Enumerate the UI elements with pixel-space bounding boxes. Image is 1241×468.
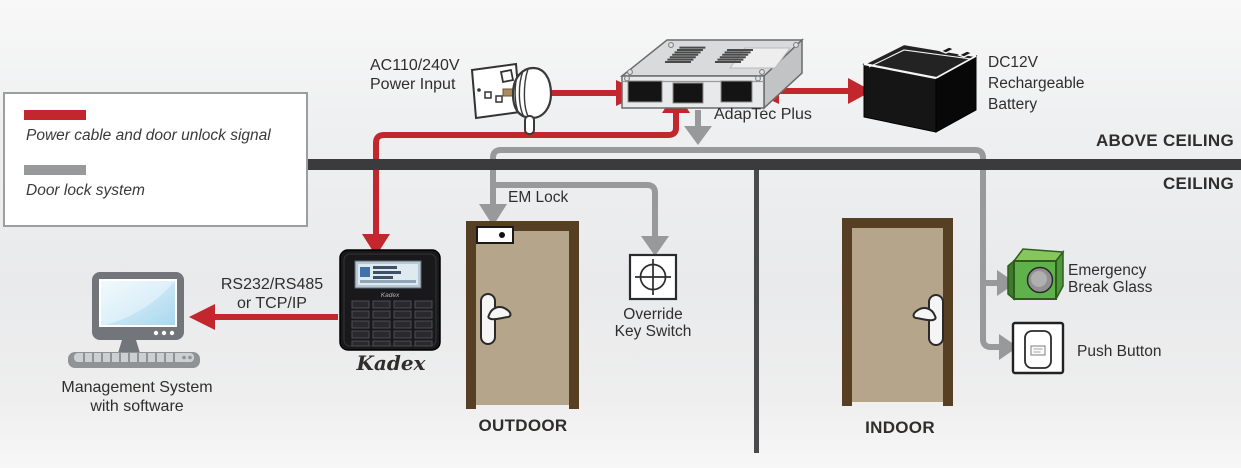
indoor-door	[842, 218, 953, 406]
power-plug-icon	[470, 62, 553, 135]
outdoor-door	[466, 221, 579, 409]
above-ceiling-label: ABOVE CEILING	[1095, 131, 1234, 150]
legend-lock-swatch	[24, 165, 86, 175]
kadex-label: Kadex	[356, 351, 426, 375]
kadex-device: Kadex	[339, 249, 441, 351]
push-button-icon	[1011, 321, 1065, 375]
management-system-label: Management System with software	[61, 379, 213, 415]
computer-icon	[68, 272, 200, 368]
emergency-break-glass-icon	[1007, 248, 1065, 301]
push-button-label: Push Button	[1077, 343, 1162, 360]
legend-power-label: Power cable and door unlock signal	[26, 127, 271, 144]
legend-box: Power cable and door unlock signal Door …	[3, 92, 308, 227]
em-lock-icon	[476, 226, 514, 244]
adaptec-label: AdapTec Plus	[714, 106, 812, 123]
battery-label: DC12V Rechargeable Battery	[988, 54, 1085, 113]
battery-icon	[862, 42, 978, 133]
override-switch-label: Override Key Switch	[614, 306, 692, 340]
emergency-break-glass-label: Emergency Break Glass	[1068, 262, 1153, 296]
override-key-switch-icon	[628, 253, 678, 301]
connection-label: RS232/RS485 or TCP/IP	[220, 276, 324, 312]
indoor-label: INDOOR	[865, 418, 935, 437]
power-input-label: AC110/240V Power Input	[370, 57, 460, 93]
ceiling-line	[305, 159, 1241, 170]
door-lock-arrowheads	[479, 126, 1018, 360]
outdoor-label: OUTDOOR	[478, 416, 568, 435]
em-lock-label: EM Lock	[508, 189, 569, 206]
kadex-brand-text: Kadex	[381, 292, 400, 299]
door-lock-wires	[490, 110, 999, 350]
ceiling-label: CEILING	[1162, 174, 1234, 193]
adaptec-plus-device	[619, 38, 804, 110]
legend-power-swatch	[24, 110, 86, 120]
legend-lock-label: Door lock system	[26, 182, 145, 199]
room-divider-line	[754, 170, 759, 453]
